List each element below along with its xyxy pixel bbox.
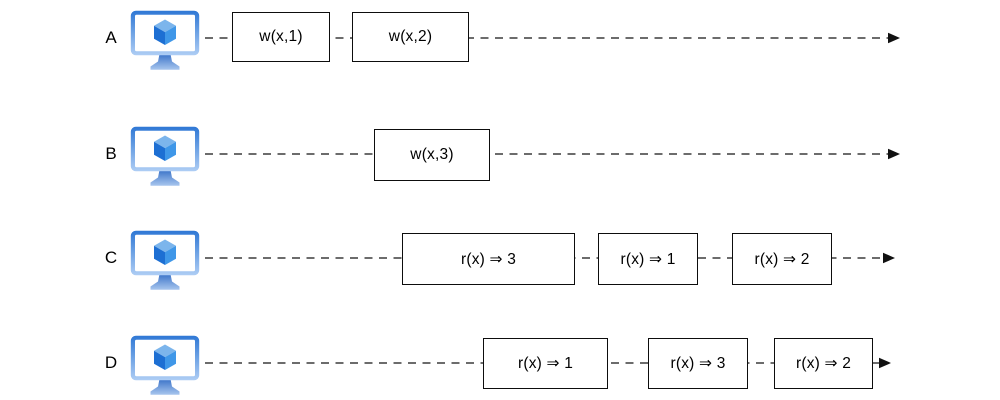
event-box-b1: w(x,3) [374, 129, 490, 181]
arrowhead-d [879, 357, 891, 369]
timeline-a [205, 32, 900, 44]
event-box-d3: r(x) ⇒ 2 [774, 338, 873, 389]
event-box-c1: r(x) ⇒ 3 [402, 233, 575, 285]
process-label-d: D [104, 353, 118, 372]
arrowhead-b [888, 148, 900, 160]
event-label: r(x) ⇒ 3 [460, 250, 517, 268]
event-box-d2: r(x) ⇒ 3 [648, 338, 748, 389]
event-box-c2: r(x) ⇒ 1 [598, 233, 698, 285]
event-box-a2: w(x,2) [352, 12, 469, 62]
arrowhead-a [888, 32, 900, 44]
computer-icon-b [130, 126, 200, 188]
process-label-a: A [105, 28, 117, 47]
timeline-b [205, 148, 900, 160]
event-label: r(x) ⇒ 1 [620, 250, 676, 268]
event-label: w(x,1) [259, 28, 303, 45]
event-box-a1: w(x,1) [232, 12, 330, 62]
event-box-c3: r(x) ⇒ 2 [732, 233, 832, 285]
event-label: w(x,2) [388, 28, 433, 45]
arrowhead-c [883, 252, 895, 264]
computer-icon-c [130, 230, 200, 292]
process-label-b: B [105, 144, 117, 163]
computer-icon-a [130, 10, 200, 72]
event-label: w(x,3) [410, 146, 454, 163]
event-label: r(x) ⇒ 3 [670, 355, 726, 372]
event-label: r(x) ⇒ 2 [754, 250, 810, 268]
event-label: r(x) ⇒ 1 [517, 355, 574, 372]
event-box-d1: r(x) ⇒ 1 [483, 338, 608, 389]
event-label: r(x) ⇒ 2 [795, 355, 852, 372]
computer-icon-d [130, 335, 200, 397]
process-label-c: C [104, 248, 118, 267]
